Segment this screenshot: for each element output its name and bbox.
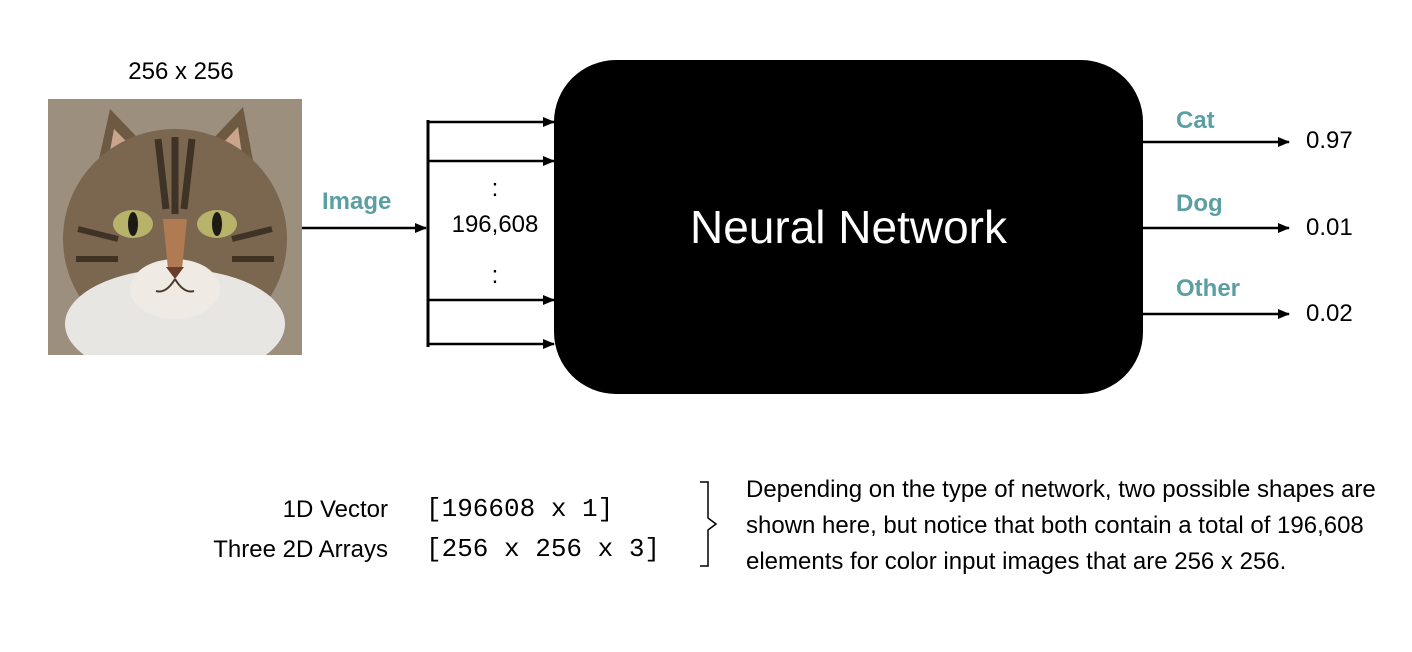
class-label-dog: Dog <box>1176 190 1223 217</box>
shape-name-2d: Three 2D Arrays <box>213 536 388 563</box>
class-label-other: Other <box>1176 275 1241 302</box>
neural-network-box: Neural Network <box>554 60 1143 394</box>
prob-other: 0.02 <box>1306 300 1353 327</box>
ellipsis-bottom: : <box>491 262 499 289</box>
shape-value-1d: [196608 x 1] <box>426 494 614 524</box>
shape-value-2d: [256 x 256 x 3] <box>426 534 661 564</box>
shapes-note: Depending on the type of network, two po… <box>746 476 1376 575</box>
prob-cat: 0.97 <box>1306 127 1353 154</box>
image-input-label: Image <box>322 188 392 215</box>
shape-name-1d: 1D Vector <box>282 496 388 523</box>
right-brace <box>700 481 718 567</box>
input-count-label: 196,608 <box>451 211 539 238</box>
class-label-cat: Cat <box>1176 107 1215 134</box>
prob-dog: 0.01 <box>1306 214 1353 241</box>
image-size-label: 256 x 256 <box>128 58 234 85</box>
cat-image <box>48 99 302 355</box>
ellipsis-top: : <box>491 175 499 202</box>
neural-network-label: Neural Network <box>690 201 1007 253</box>
